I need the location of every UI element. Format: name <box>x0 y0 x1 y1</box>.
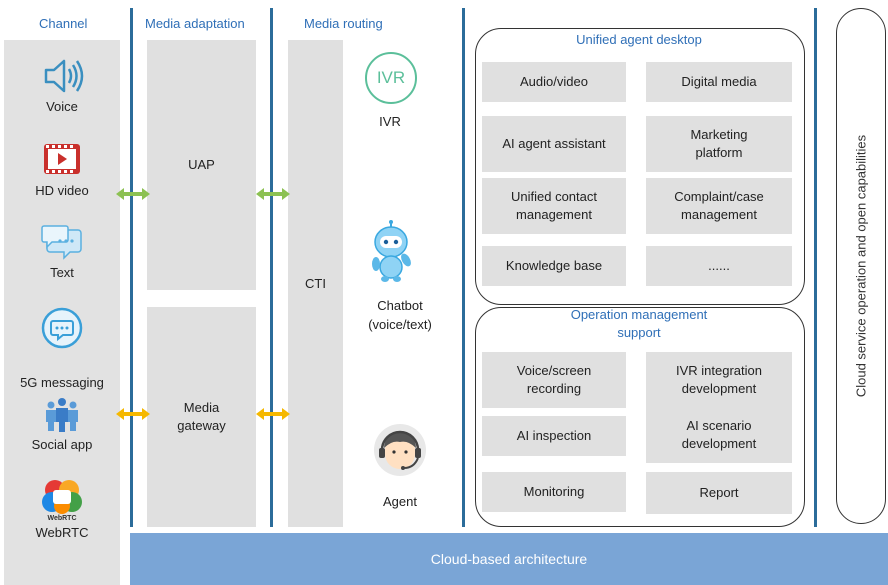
channel-5g-messaging: 5G messaging <box>4 306 120 390</box>
double-arrow-green <box>256 188 290 200</box>
chatbot-label: Chatbot (voice/text) <box>368 298 432 332</box>
double-arrow-green <box>116 188 150 200</box>
channel-label: 5G messaging <box>20 375 104 390</box>
webrtc-logo-text: WebRTC <box>47 515 76 522</box>
double-arrow-yellow <box>116 408 150 420</box>
divider-line <box>270 8 273 527</box>
divider-line <box>814 8 817 527</box>
channel-label: Voice <box>46 99 78 114</box>
agent-headset-icon <box>372 422 428 483</box>
operation-item: AI inspection <box>482 416 626 456</box>
operation-support-title: Operation management support <box>570 307 708 340</box>
operation-item: Voice/screen recording <box>482 352 626 408</box>
robot-icon <box>366 220 416 289</box>
channel-label: Social app <box>31 437 93 452</box>
cti-box: CTI <box>288 40 343 527</box>
channel-text: Text <box>4 222 120 280</box>
agent-label: Agent <box>383 494 417 509</box>
cloud-service-label: Cloud service operation and open capabil… <box>853 134 869 398</box>
media-adaptation-header: Media adaptation <box>145 16 245 31</box>
desktop-item: Digital media <box>646 62 792 102</box>
media-routing-header: Media routing <box>304 16 383 31</box>
ivr-label: IVR <box>379 114 401 129</box>
desktop-item: Marketing platform <box>646 116 792 172</box>
ivr-badge-icon: IVR <box>365 52 417 104</box>
desktop-item: AI agent assistant <box>482 116 626 172</box>
desktop-item: ...... <box>646 246 792 286</box>
channel-label: WebRTC <box>35 525 89 540</box>
unified-agent-desktop-title: Unified agent desktop <box>576 32 702 47</box>
channel-hd-video: HD video <box>4 140 120 198</box>
people-group-icon <box>4 396 120 437</box>
cloud-architecture-bar: Cloud-based architecture <box>130 533 888 585</box>
divider-line <box>462 8 465 527</box>
channel-webrtc: WebRTC WebRTC <box>4 476 120 540</box>
channel-header: Channel <box>39 16 88 31</box>
desktop-item: Knowledge base <box>482 246 626 286</box>
webrtc-logo-icon: WebRTC <box>4 476 120 525</box>
operation-item: AI scenario development <box>646 407 792 463</box>
operation-item: IVR integration development <box>646 352 792 408</box>
desktop-item: Audio/video <box>482 62 626 102</box>
desktop-item: Complaint/case management <box>646 178 792 234</box>
divider-line <box>130 8 133 527</box>
channel-voice: Voice <box>4 56 120 114</box>
operation-item: Monitoring <box>482 472 626 512</box>
desktop-item: Unified contact management <box>482 178 626 234</box>
channel-label: HD video <box>35 183 89 198</box>
cloud-service-capsule: Cloud service operation and open capabil… <box>836 8 886 524</box>
speaker-icon <box>4 56 120 99</box>
channel-label: Text <box>50 265 74 280</box>
media-gateway-box: Media gateway <box>147 307 256 527</box>
channel-column: Voice HD video Text <box>4 40 120 585</box>
5g-message-icon <box>4 306 120 353</box>
ivr-badge-text: IVR <box>376 68 406 87</box>
uap-box: UAP <box>147 40 256 290</box>
double-arrow-yellow <box>256 408 290 420</box>
channel-social-app: Social app <box>4 396 120 452</box>
video-player-icon <box>4 140 120 183</box>
chat-bubble-icon <box>4 222 120 265</box>
operation-item: Report <box>646 472 792 514</box>
